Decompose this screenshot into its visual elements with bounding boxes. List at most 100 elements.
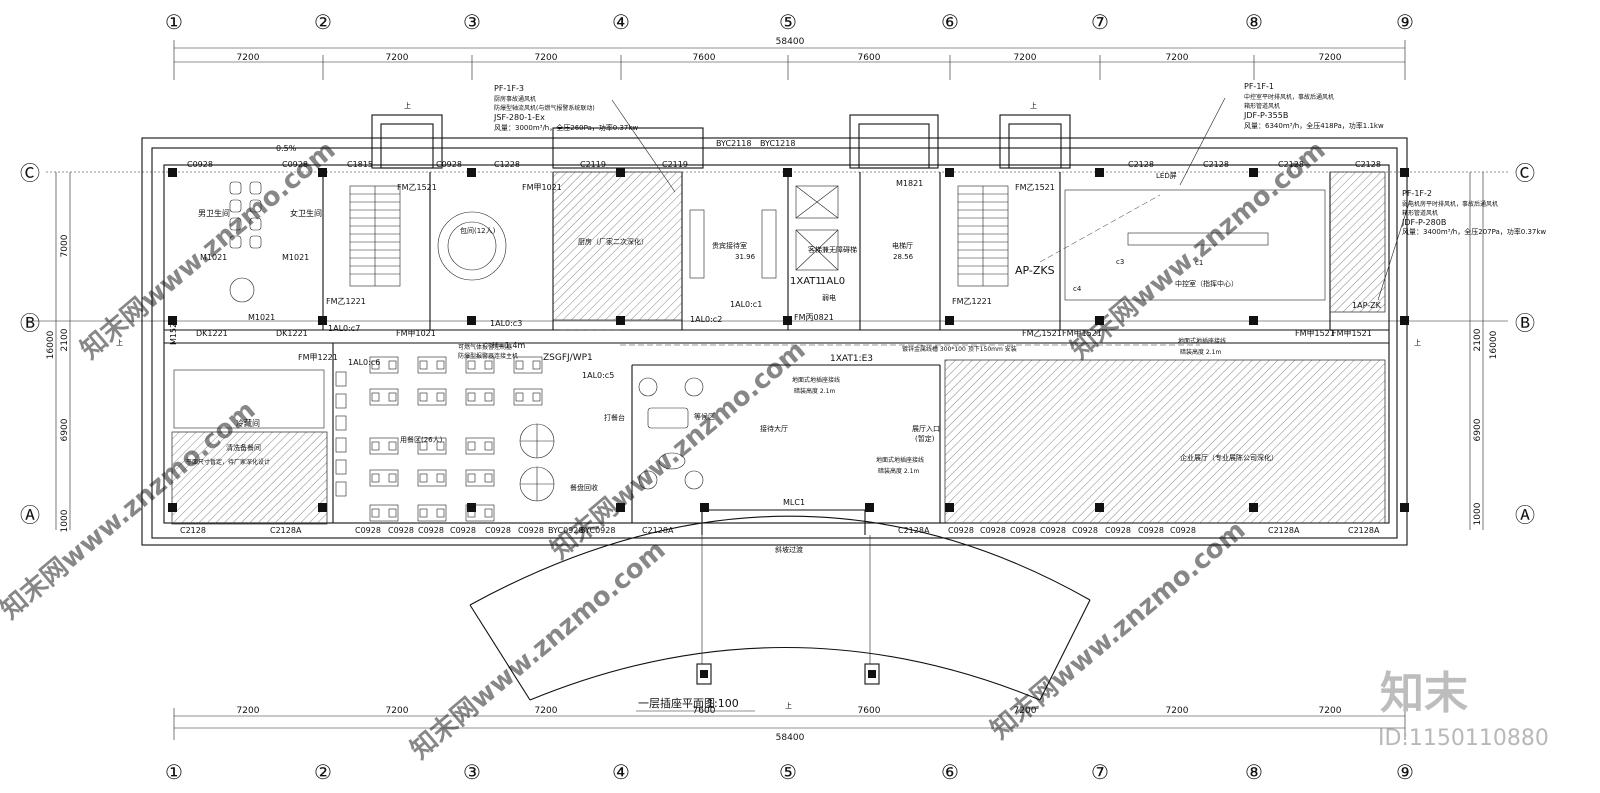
panel-1al0: 1AL0 (820, 276, 845, 287)
axis-a-left: Ⓐ (20, 503, 40, 527)
fan-right-tag: PF-1F-1 (1244, 82, 1274, 91)
win-bottom-18: C0928 (1105, 526, 1131, 535)
dim-bay-4: 7600 (693, 53, 716, 63)
annotations: PF-1F-3 厨房事故通风机 防爆型轴流风机(与燃气报警系统联动) JSF-2… (116, 82, 1546, 710)
fan-right-spec: 风量：6340m³/h，全压418Pa，功率1.1kw (1244, 121, 1384, 130)
dim-total-bottom: 58400 (776, 733, 805, 743)
axis-4-top: ④ (612, 10, 630, 34)
panel-c2: 1AL0:c2 (690, 315, 722, 324)
panel-zsgfj: ZSGFJ/WP1 (543, 353, 593, 363)
toilet-stall (249, 217, 262, 231)
dining-table (417, 437, 447, 455)
up-arrow-2: 上 (1030, 101, 1037, 110)
door-fm1521-e: FM甲1521 (1295, 329, 1335, 338)
room-elevator-hall: 电梯厅 (892, 241, 913, 250)
win-bottom-22: C2128A (1348, 526, 1380, 535)
win-bottom-10: BYC0928 (580, 526, 615, 535)
door-fm1521-c: FM乙1521 (1022, 329, 1062, 338)
room-cold: 冷藏间 (236, 418, 260, 428)
axis-3-top: ③ (463, 10, 481, 34)
door-m1021-b: M1021 (282, 253, 309, 262)
wm-repeat-4: 知末网www.znzmo.com (1065, 135, 1331, 365)
win-bottom-9: BYC0928 (548, 526, 583, 535)
dining-table (513, 356, 543, 374)
win-bottom-13: C0928 (948, 526, 974, 535)
dining-table (417, 356, 447, 374)
win-top-6: C2119 (580, 160, 606, 169)
wm-repeat-3: 知末网www.znzmo.com (545, 335, 811, 565)
dim-bay-8: 7200 (1319, 53, 1342, 63)
axis-a-right: Ⓐ (1515, 503, 1535, 527)
win-top-3: C1815 (347, 160, 373, 169)
win-top-11: C2128 (1355, 160, 1381, 169)
panel-ap-zks: AP-ZKS (1015, 264, 1055, 277)
dim-right-total: 16000 (1489, 330, 1499, 359)
door-fm1521-f: FM甲1521 (1332, 329, 1372, 338)
door-fm1221-a: FM乙1221 (326, 297, 366, 306)
counter-seat (335, 415, 347, 431)
dim-bay-2: 7200 (386, 53, 409, 63)
axis-9-top: ⑨ (1396, 10, 1414, 34)
dining-chair (467, 508, 476, 518)
dining-table (417, 504, 447, 522)
win-bottom-11: C2128A (642, 526, 674, 535)
door-dk1221-b: DK1221 (276, 329, 308, 338)
dim-left-3: 6900 (60, 418, 70, 441)
fan-far-line2: 箱形管道风机 (1402, 209, 1438, 217)
dim-left-4: 1000 (60, 509, 70, 532)
win-bottom-15: C0928 (1010, 526, 1036, 535)
floor-box3-h: 暗装高度 2.1m (878, 467, 919, 475)
fan-far-spec: 风量：3400m³/h，全压207Pa，功率0.37kw (1402, 227, 1546, 236)
dining-chair (467, 473, 476, 483)
building-walls (141, 114, 1408, 546)
elevator-shafts (795, 185, 839, 271)
room-exhibit-entry: 展厅入口 (912, 425, 940, 433)
room-kitchen: 厨房（厂家二次深化） (578, 237, 648, 246)
dining-table (369, 504, 399, 522)
dining-chair (467, 392, 476, 402)
door-fm1221-b: FM甲1221 (298, 353, 338, 362)
panel-c3-ctrl: c3 (1116, 258, 1124, 266)
axis-5-bottom: ⑤ (779, 760, 797, 784)
trunking-note: 镀锌金属线槽 300*100 顶下150mm 安装 (902, 345, 1017, 353)
door-m1021-a: M1021 (200, 253, 227, 262)
dining-chair (515, 392, 524, 402)
counter-seat (335, 481, 347, 497)
fan-left-line2: 防爆型轴流风机(与燃气报警系统联动) (494, 104, 595, 112)
dining-table (369, 388, 399, 406)
dining-chair (436, 473, 445, 483)
dining-chair (436, 508, 445, 518)
axis-6-bottom: ⑥ (941, 760, 959, 784)
toilet-stall (229, 199, 242, 213)
wm-repeat-6: 知末网www.znzmo.com (405, 535, 671, 765)
win-bottom-2: C2128A (270, 526, 302, 535)
kitchen-hatch (552, 171, 683, 321)
win-top-1: C0928 (187, 160, 213, 169)
axis-4-bottom: ④ (612, 760, 630, 784)
dining-chair (484, 392, 493, 402)
panel-labels: 1AL0:c7 1AL0:c3 1AL0:c6 1AL0:c5 1AL0:c1 … (328, 258, 1382, 380)
fan-far-line1: 弱电机房平时排风机，事故后通风机 (1402, 200, 1498, 208)
axis-c-right: Ⓒ (1515, 161, 1535, 185)
dim-bay-8-b: 7200 (1319, 706, 1342, 716)
gas-alarm: 可燃气体报警控制器 (458, 343, 512, 351)
win-bottom-19: C0928 (1138, 526, 1164, 535)
win-top-4: C0928 (436, 160, 462, 169)
dining-chair (532, 392, 541, 402)
panel-c3: 1AL0:c3 (490, 319, 522, 328)
up-arrow-1: 上 (404, 101, 411, 110)
axis-8-top: ⑧ (1245, 10, 1263, 34)
axis-8-bottom: ⑧ (1245, 760, 1263, 784)
axis-1-top: ① (165, 10, 183, 34)
panel-c4-ctrl: c4 (1073, 285, 1082, 293)
door-fm0821: FM丙0821 (794, 313, 834, 322)
room-private-dining: 包间(12人) (460, 226, 496, 235)
axis-b-left: Ⓑ (20, 311, 40, 335)
axis-3-bottom: ③ (463, 760, 481, 784)
dim-bay-3: 7200 (535, 53, 558, 63)
dim-bay-7-b: 7200 (1166, 706, 1189, 716)
axis-5-top: ⑤ (779, 10, 797, 34)
room-ramp: 斜坡过渡 (775, 545, 803, 554)
